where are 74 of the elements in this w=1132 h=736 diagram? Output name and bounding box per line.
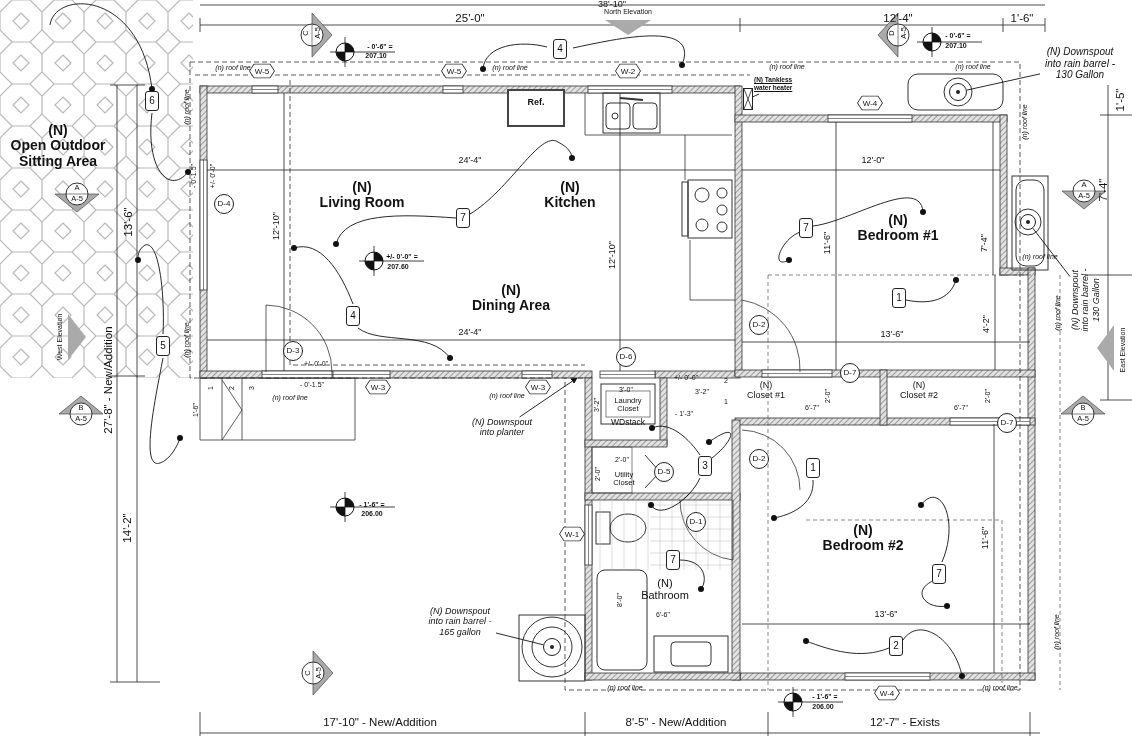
window-tag: W-2 (615, 63, 641, 79)
dimension-text: 11'-6" (823, 231, 833, 255)
circuit-tag: 7 (932, 564, 946, 584)
circuit-tag: 5 (156, 336, 170, 356)
dimension-text: 12'-7" - Exists (869, 715, 941, 729)
window-tag: W-1 (559, 526, 585, 542)
dimension-text: 12'-4" (883, 11, 913, 25)
dimension-text: 12'-0" (861, 156, 885, 166)
window-tag: W-4 (874, 685, 900, 701)
dimension-text: 14'-2" (120, 513, 134, 543)
water-heater-symbol (743, 88, 753, 110)
dimension-text: 13'-6" (121, 207, 135, 237)
dimension-text: 8'-5" - New/Addition (625, 715, 727, 729)
dimension-text: 11'-6" (981, 526, 991, 550)
circuit-tag: 2 (889, 636, 903, 656)
door-tag: D-5 (654, 462, 674, 482)
callout-note: (N) Downspout into rain barrel - 130 Gallon (1070, 263, 1106, 337)
circuit-tag: 3 (698, 456, 712, 476)
circuit-tag: 4 (553, 39, 567, 59)
room-label: WDstack (611, 418, 645, 428)
circuit-tag: 6 (145, 91, 159, 111)
dimension-text: 38'-10" (598, 0, 626, 10)
downspout-symbol (543, 638, 561, 656)
door-tag: D-2 (749, 449, 769, 469)
room-label: (N) Bathroom (641, 576, 689, 602)
dimension-text: 27'-8" - New/Addition (101, 326, 115, 434)
dimension-text: 13'-6" (874, 610, 898, 620)
dimension-text: 7'-4" (980, 234, 990, 252)
downspout-symbol (949, 83, 967, 101)
room-label: (N) Bedroom #1 (857, 212, 939, 244)
refrigerator-box: Ref. (507, 89, 565, 127)
dimension-text: 25'-0" (455, 11, 485, 25)
callout-note: (N) Downspout into rain barrel - 130 Gallon (1040, 46, 1120, 84)
leader-line (495, 632, 544, 646)
room-label: (N) Dining Area (472, 282, 550, 314)
window-tag: W-5 (441, 63, 467, 79)
window-tag: W-3 (525, 379, 551, 395)
dimension-text: 12'-10" (272, 212, 282, 240)
leader-line (752, 93, 760, 98)
circuit-tag: 4 (346, 306, 360, 326)
callout-note: (N) Downspout into planter (466, 417, 538, 441)
circuit-tag: 7 (799, 218, 813, 238)
callout-note: (N) Downspout into rain barrel - 165 gallon (424, 606, 496, 642)
door-tag: D-1 (686, 512, 706, 532)
room-label: (N) Closet #2 (900, 381, 938, 401)
circuit-tag: 1 (892, 288, 906, 308)
door-tag: D-2 (749, 315, 769, 335)
circuit-tag: 7 (456, 208, 470, 228)
door-tag: D-7 (997, 413, 1017, 433)
leader-line (1032, 227, 1071, 278)
dimension-text: 12'-10" (608, 241, 618, 269)
door-tag: D-4 (214, 194, 234, 214)
circuit-tag: 7 (666, 550, 680, 570)
door-tag: D-7 (840, 363, 860, 383)
room-label: (N) Closet #1 (747, 381, 785, 401)
dimension-text: 7'-4" (1096, 178, 1110, 202)
door-tag: D-3 (283, 341, 303, 361)
dimension-text: 1'-6" (1010, 11, 1034, 25)
leader-line (966, 73, 1041, 91)
door-tag: D-6 (616, 347, 636, 367)
dimension-text: 17'-10" - New/Addition (323, 715, 437, 729)
room-label: (N) Bedroom #2 (822, 522, 904, 554)
dimension-text: 4'-2" (982, 315, 992, 333)
dimension-text: 24'-4" (458, 328, 482, 338)
room-label: (N) Living Room (319, 179, 405, 211)
dimension-text: 13'-6" (880, 330, 904, 340)
window-tag: W-4 (857, 95, 883, 111)
circuit-tag: 1 (806, 458, 820, 478)
dimension-text: 24'-4" (458, 156, 482, 166)
dimension-text: 1'-5" (1113, 88, 1127, 112)
downspout-symbol (1020, 214, 1036, 230)
room-label: (N) Open Outdoor Sitting Area (9, 122, 107, 170)
window-tag: W-3 (365, 379, 391, 395)
room-label: (N) Kitchen (544, 179, 596, 211)
